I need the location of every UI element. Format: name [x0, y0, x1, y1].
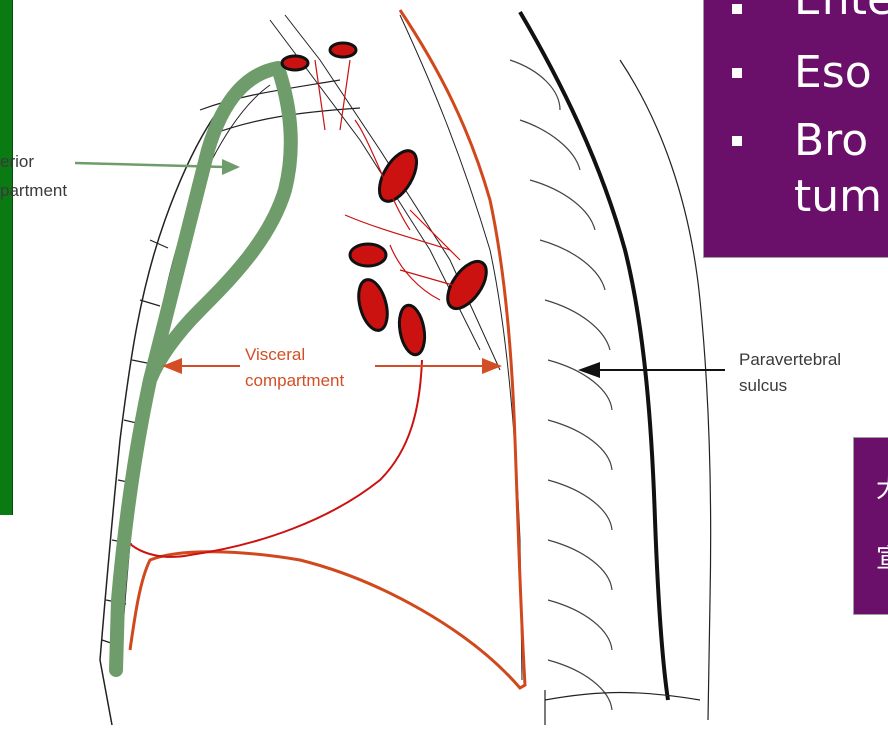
bullet-text: Ente: [794, 0, 888, 24]
anterior-label-line2: partment: [0, 181, 67, 201]
lymph-node: [354, 277, 393, 334]
bullet-item: Eso: [704, 51, 888, 111]
lymph-node: [396, 303, 428, 356]
bullet-text: Eso: [794, 49, 872, 97]
bullet-text: tum: [794, 173, 882, 221]
bullet-item: Ente: [704, 0, 888, 51]
visceral-arrow-right: [375, 358, 502, 374]
lymph-node: [282, 56, 308, 70]
lymph-node: [440, 255, 494, 315]
bullet-icon: [732, 4, 742, 14]
paravertebral-label-line1: Paravertebral: [739, 350, 841, 370]
bullet-icon: [732, 68, 742, 78]
bullet-icon: [732, 136, 742, 146]
spine-base: [545, 690, 700, 725]
lymph-node: [330, 43, 356, 57]
side-panel: 大 宣: [853, 437, 888, 615]
back-outline: [620, 60, 711, 720]
bullet-item: tum: [704, 175, 888, 235]
side-panel-char: 宣: [876, 538, 888, 575]
bullet-panel: Ente Eso Bro tum: [703, 0, 888, 258]
visceral-label-line2: compartment: [245, 371, 344, 391]
visceral-arrow-left: [162, 358, 240, 374]
vertebrae-outline: [510, 60, 612, 710]
visceral-compartment-outline: [130, 10, 525, 688]
lymph-node: [372, 145, 424, 207]
anterior-label-line1: erior: [0, 152, 34, 172]
lymph-node: [350, 244, 386, 266]
spine-line: [520, 12, 668, 700]
visceral-label-line1: Visceral: [245, 345, 305, 365]
paravertebral-arrow: [578, 362, 725, 378]
anterior-arrow: [75, 159, 240, 175]
bullet-text: Bro: [794, 117, 868, 165]
side-panel-char: 大: [876, 468, 888, 505]
paravertebral-label-line2: sulcus: [739, 376, 787, 396]
